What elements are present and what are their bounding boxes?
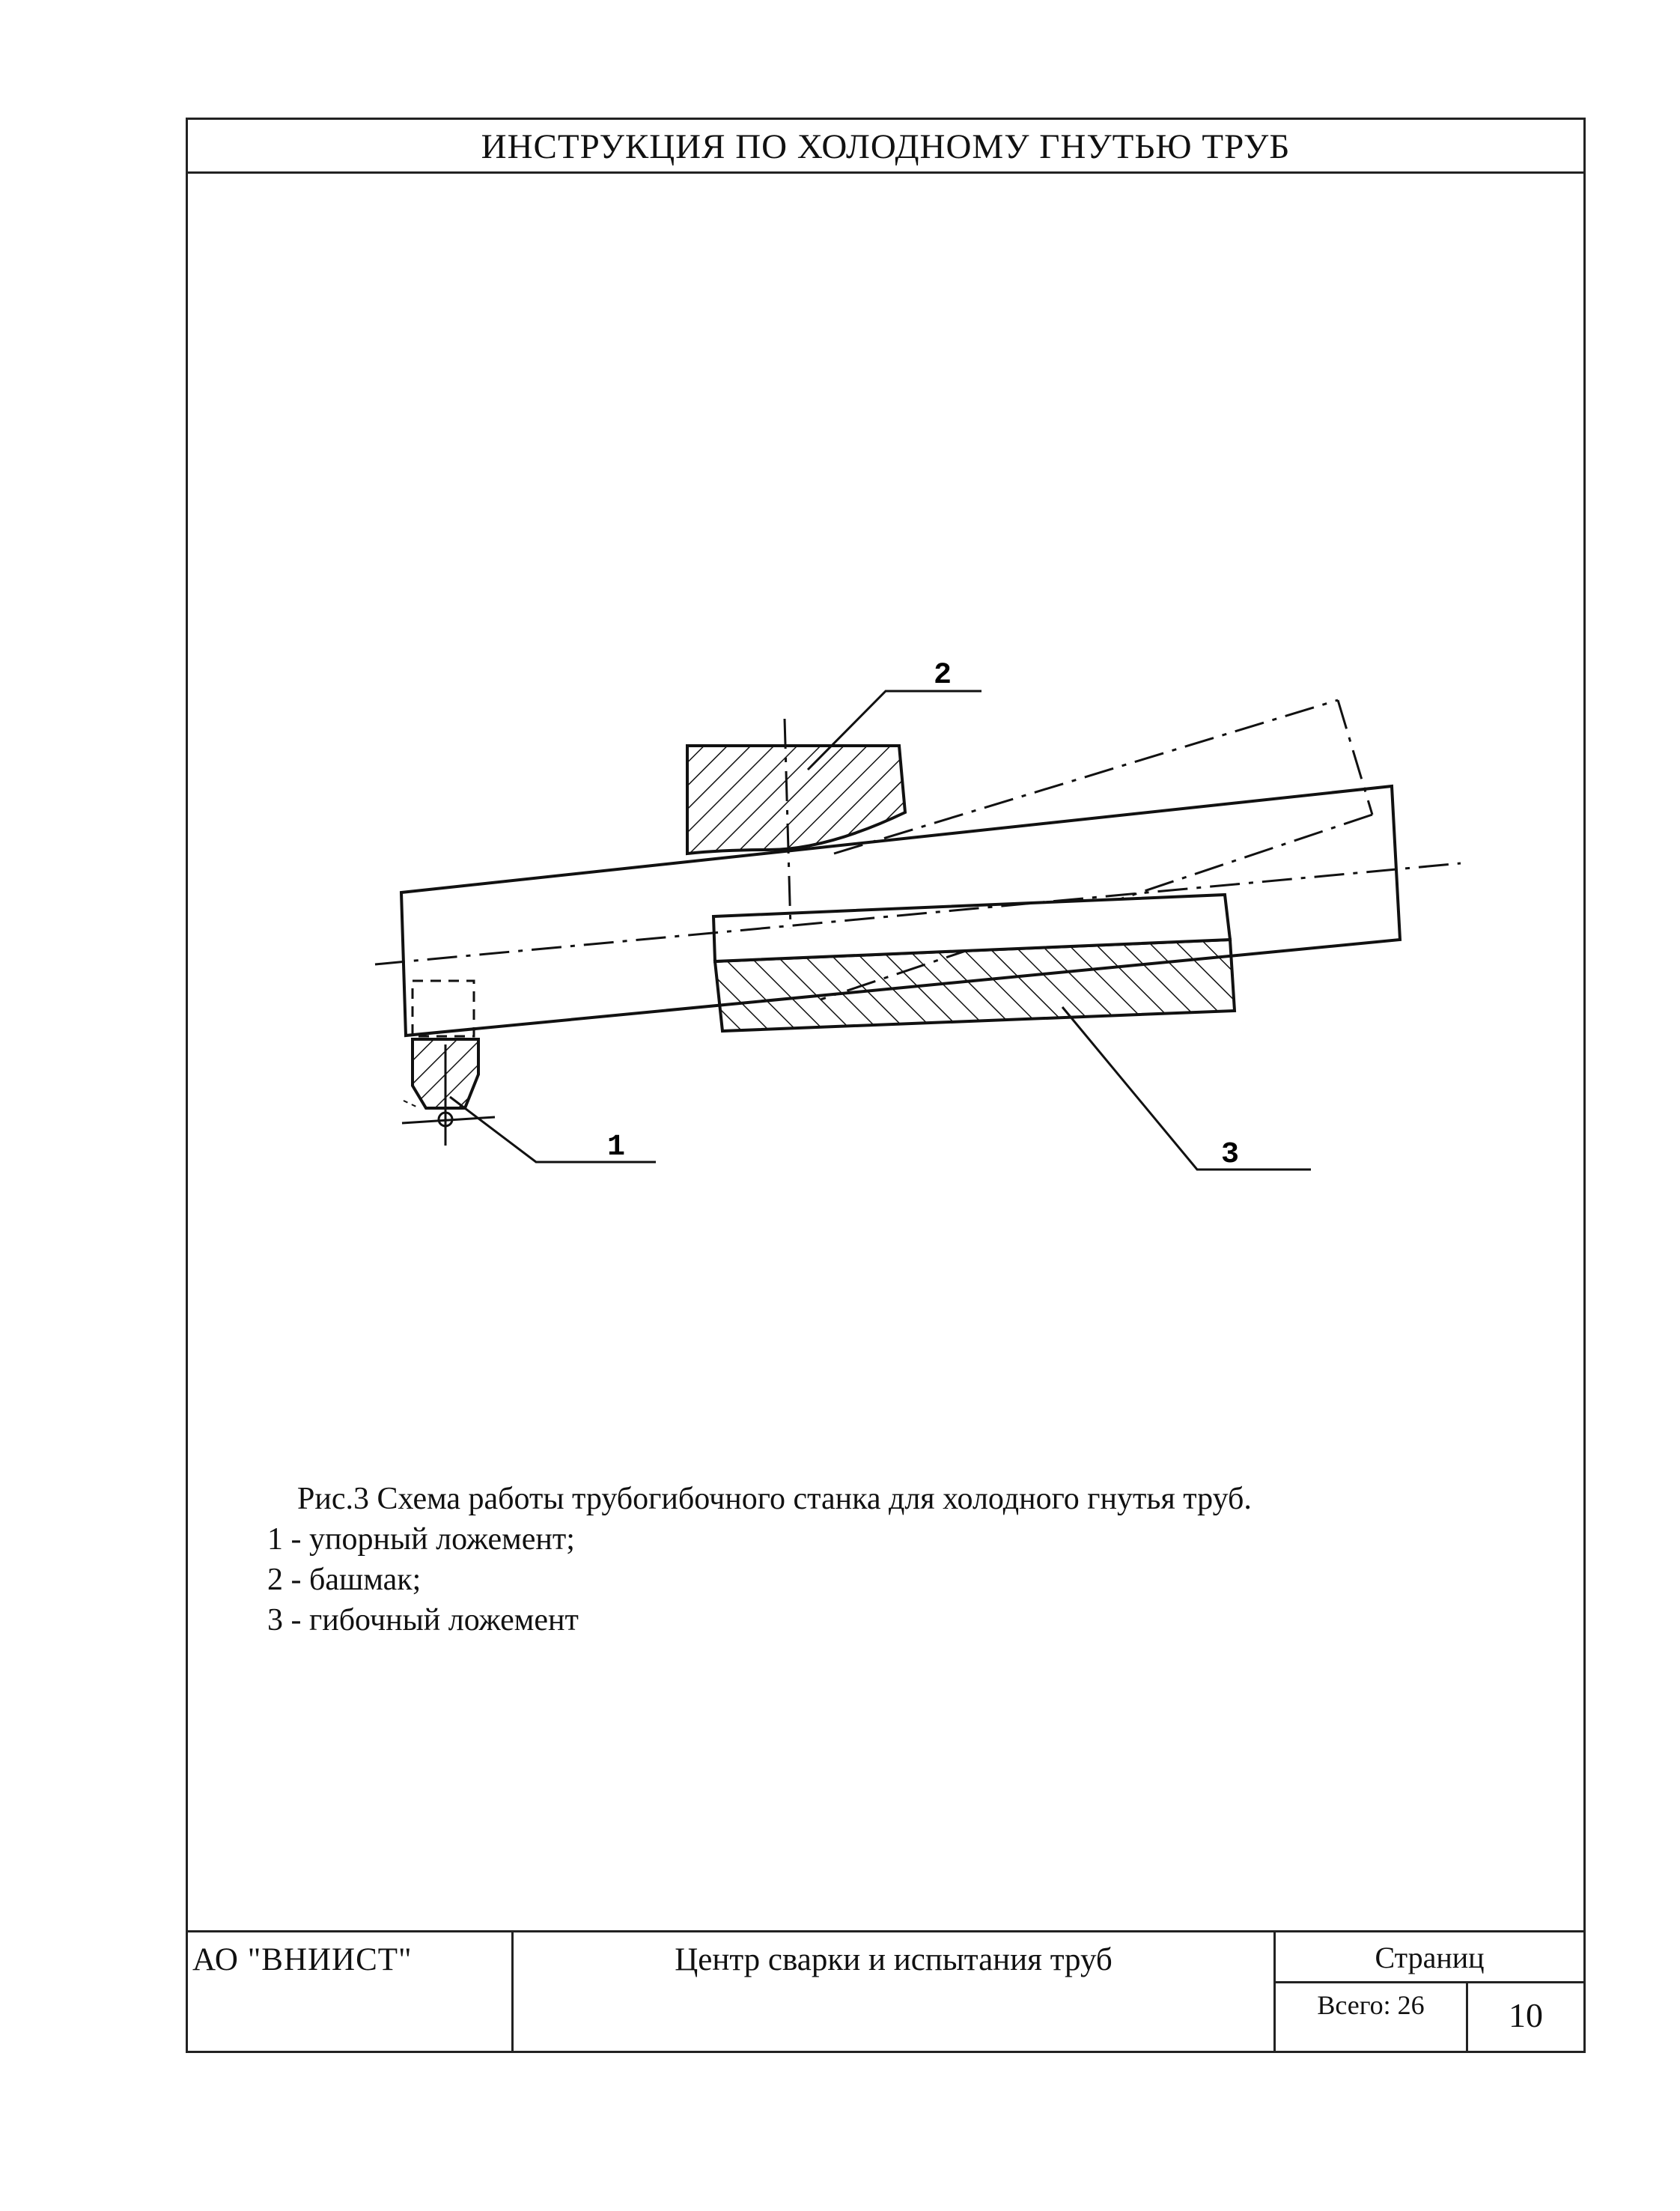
- legend-item-1: 1 - упорный ложемент;: [267, 1522, 575, 1557]
- pivot-symbol: [437, 1111, 454, 1128]
- callout-3-label: 3: [1221, 1138, 1239, 1172]
- stop-support-tick: [403, 1100, 417, 1107]
- figure-caption: Рис.3 Схема работы трубогибочного станка…: [170, 1479, 1586, 1640]
- callout-1: 1: [449, 1095, 656, 1164]
- organization-name: АО "ВНИИСТ": [188, 1932, 514, 2053]
- stop-support-dashed: [411, 979, 475, 1038]
- pages-label: Страниц: [1276, 1932, 1583, 1983]
- shoe-axis-line: [783, 718, 792, 929]
- callout-2-label: 2: [934, 659, 952, 693]
- pipe-bending-diagram: 2 1 3: [374, 659, 1461, 1172]
- callout-1-label: 1: [607, 1131, 625, 1164]
- callout-2: 2: [806, 659, 981, 771]
- document-title: ИНСТРУКЦИЯ ПО ХОЛОДНОМУ ГНУТЬЮ ТРУБ: [481, 127, 1291, 166]
- department-name: Центр сварки и испытания труб: [514, 1932, 1276, 2053]
- legend-item-3: 3 - гибочный ложемент: [267, 1603, 579, 1637]
- document-header: ИНСТРУКЦИЯ ПО ХОЛОДНОМУ ГНУТЬЮ ТРУБ: [188, 120, 1583, 174]
- total-pages: Всего: 26: [1276, 1983, 1468, 2053]
- pipe-body: [399, 784, 1402, 1038]
- legend-item-2: 2 - башмак;: [267, 1563, 421, 1597]
- caption-text: Рис.3 Схема работы трубогибочного станка…: [297, 1482, 1252, 1516]
- page-number: 10: [1509, 1996, 1543, 2034]
- callout-3: 3: [1061, 1006, 1311, 1172]
- pipe-axis-line: [374, 862, 1461, 966]
- document-sheet: ИНСТРУКЦИЯ ПО ХОЛОДНОМУ ГНУТЬЮ ТРУБ: [186, 118, 1586, 2053]
- page-info: Страниц Всего: 26 10: [1276, 1932, 1583, 2053]
- shoe-part: [686, 744, 907, 856]
- title-block: АО "ВНИИСТ" Центр сварки и испытания тру…: [188, 1930, 1583, 2053]
